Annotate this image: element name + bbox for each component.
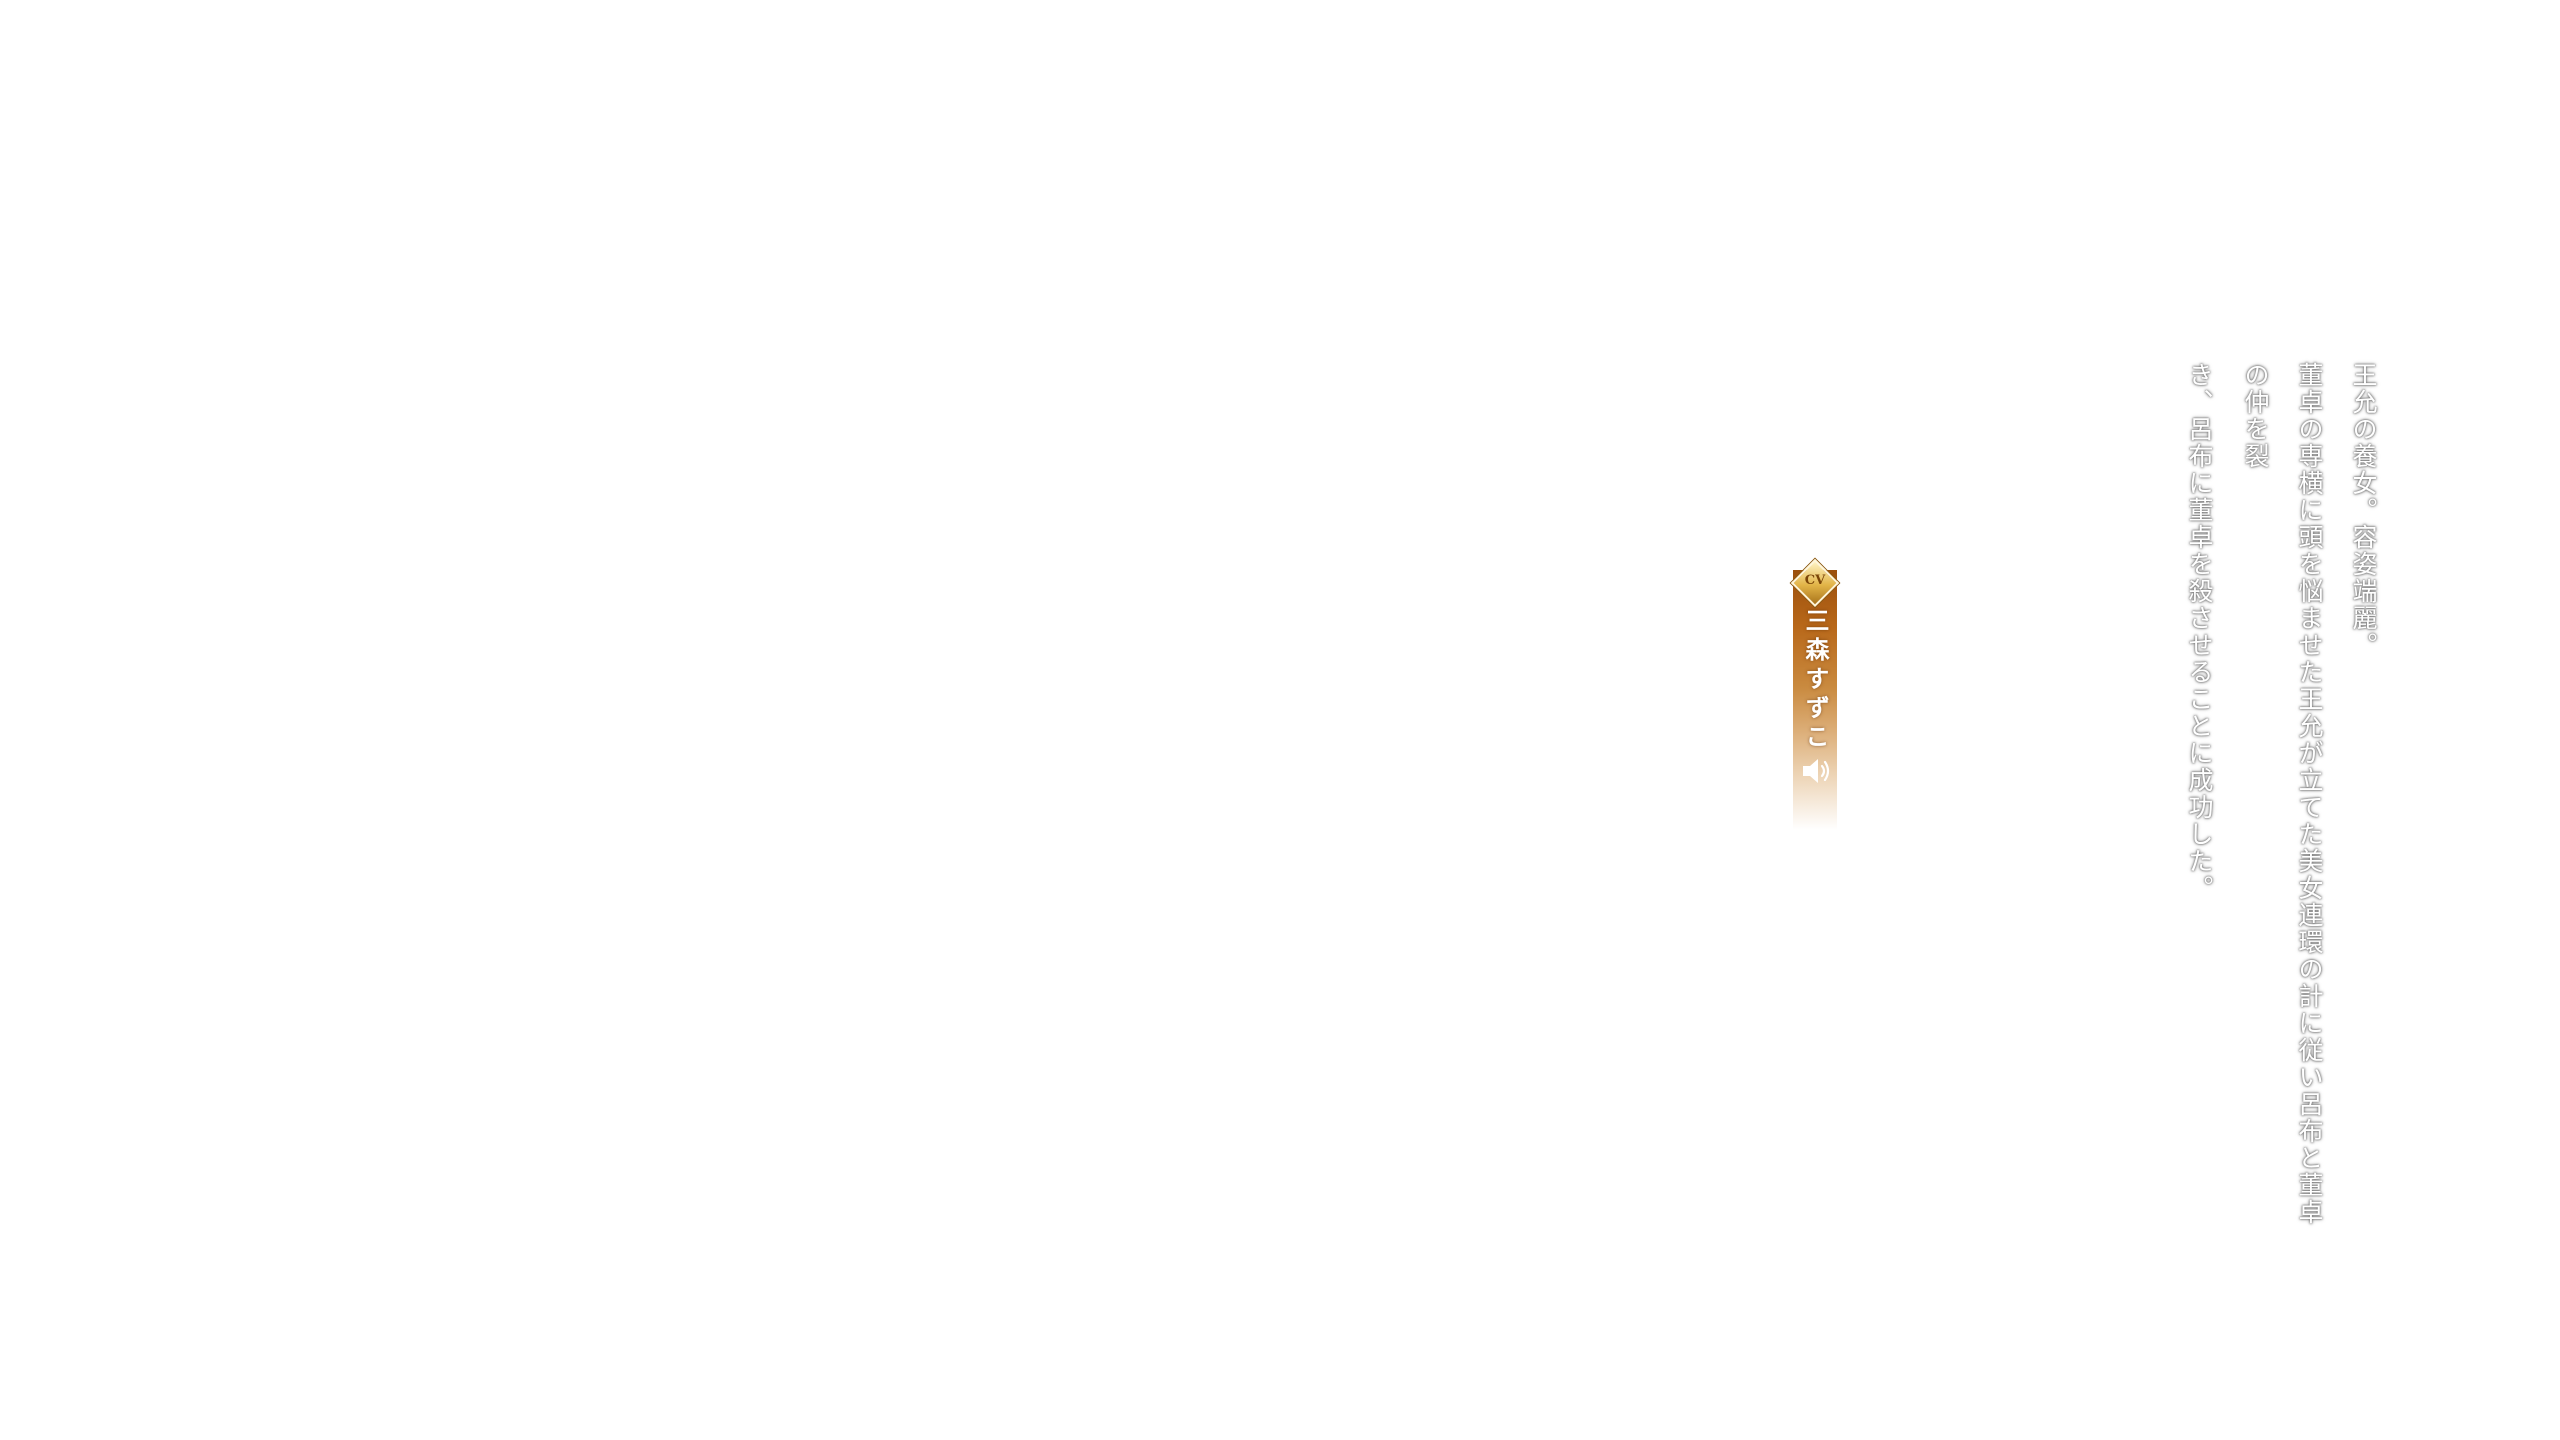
speaker-icon[interactable] <box>1800 756 1832 786</box>
character-description: 王允の養女。容姿端麗。 董卓の専横に頭を悩ませた王允が立てた美女連環の計に従い呂… <box>2172 362 2390 1242</box>
voice-actor-name: 三森すずこ <box>1801 608 1830 753</box>
cv-voice-button[interactable]: CV 三森すずこ <box>1790 558 1840 830</box>
cv-label: CV <box>1804 573 1826 588</box>
description-line-1: 王允の養女。容姿端麗。 <box>2349 362 2378 659</box>
description-line-2: 董卓の専横に頭を悩ませた王允が立てた美女連環の計に従い呂布と董卓の仲を裂 <box>2241 362 2324 1226</box>
description-line-3: き、呂布に董卓を殺させることに成功した。 <box>2185 362 2214 902</box>
cv-ribbon <box>1793 570 1837 830</box>
